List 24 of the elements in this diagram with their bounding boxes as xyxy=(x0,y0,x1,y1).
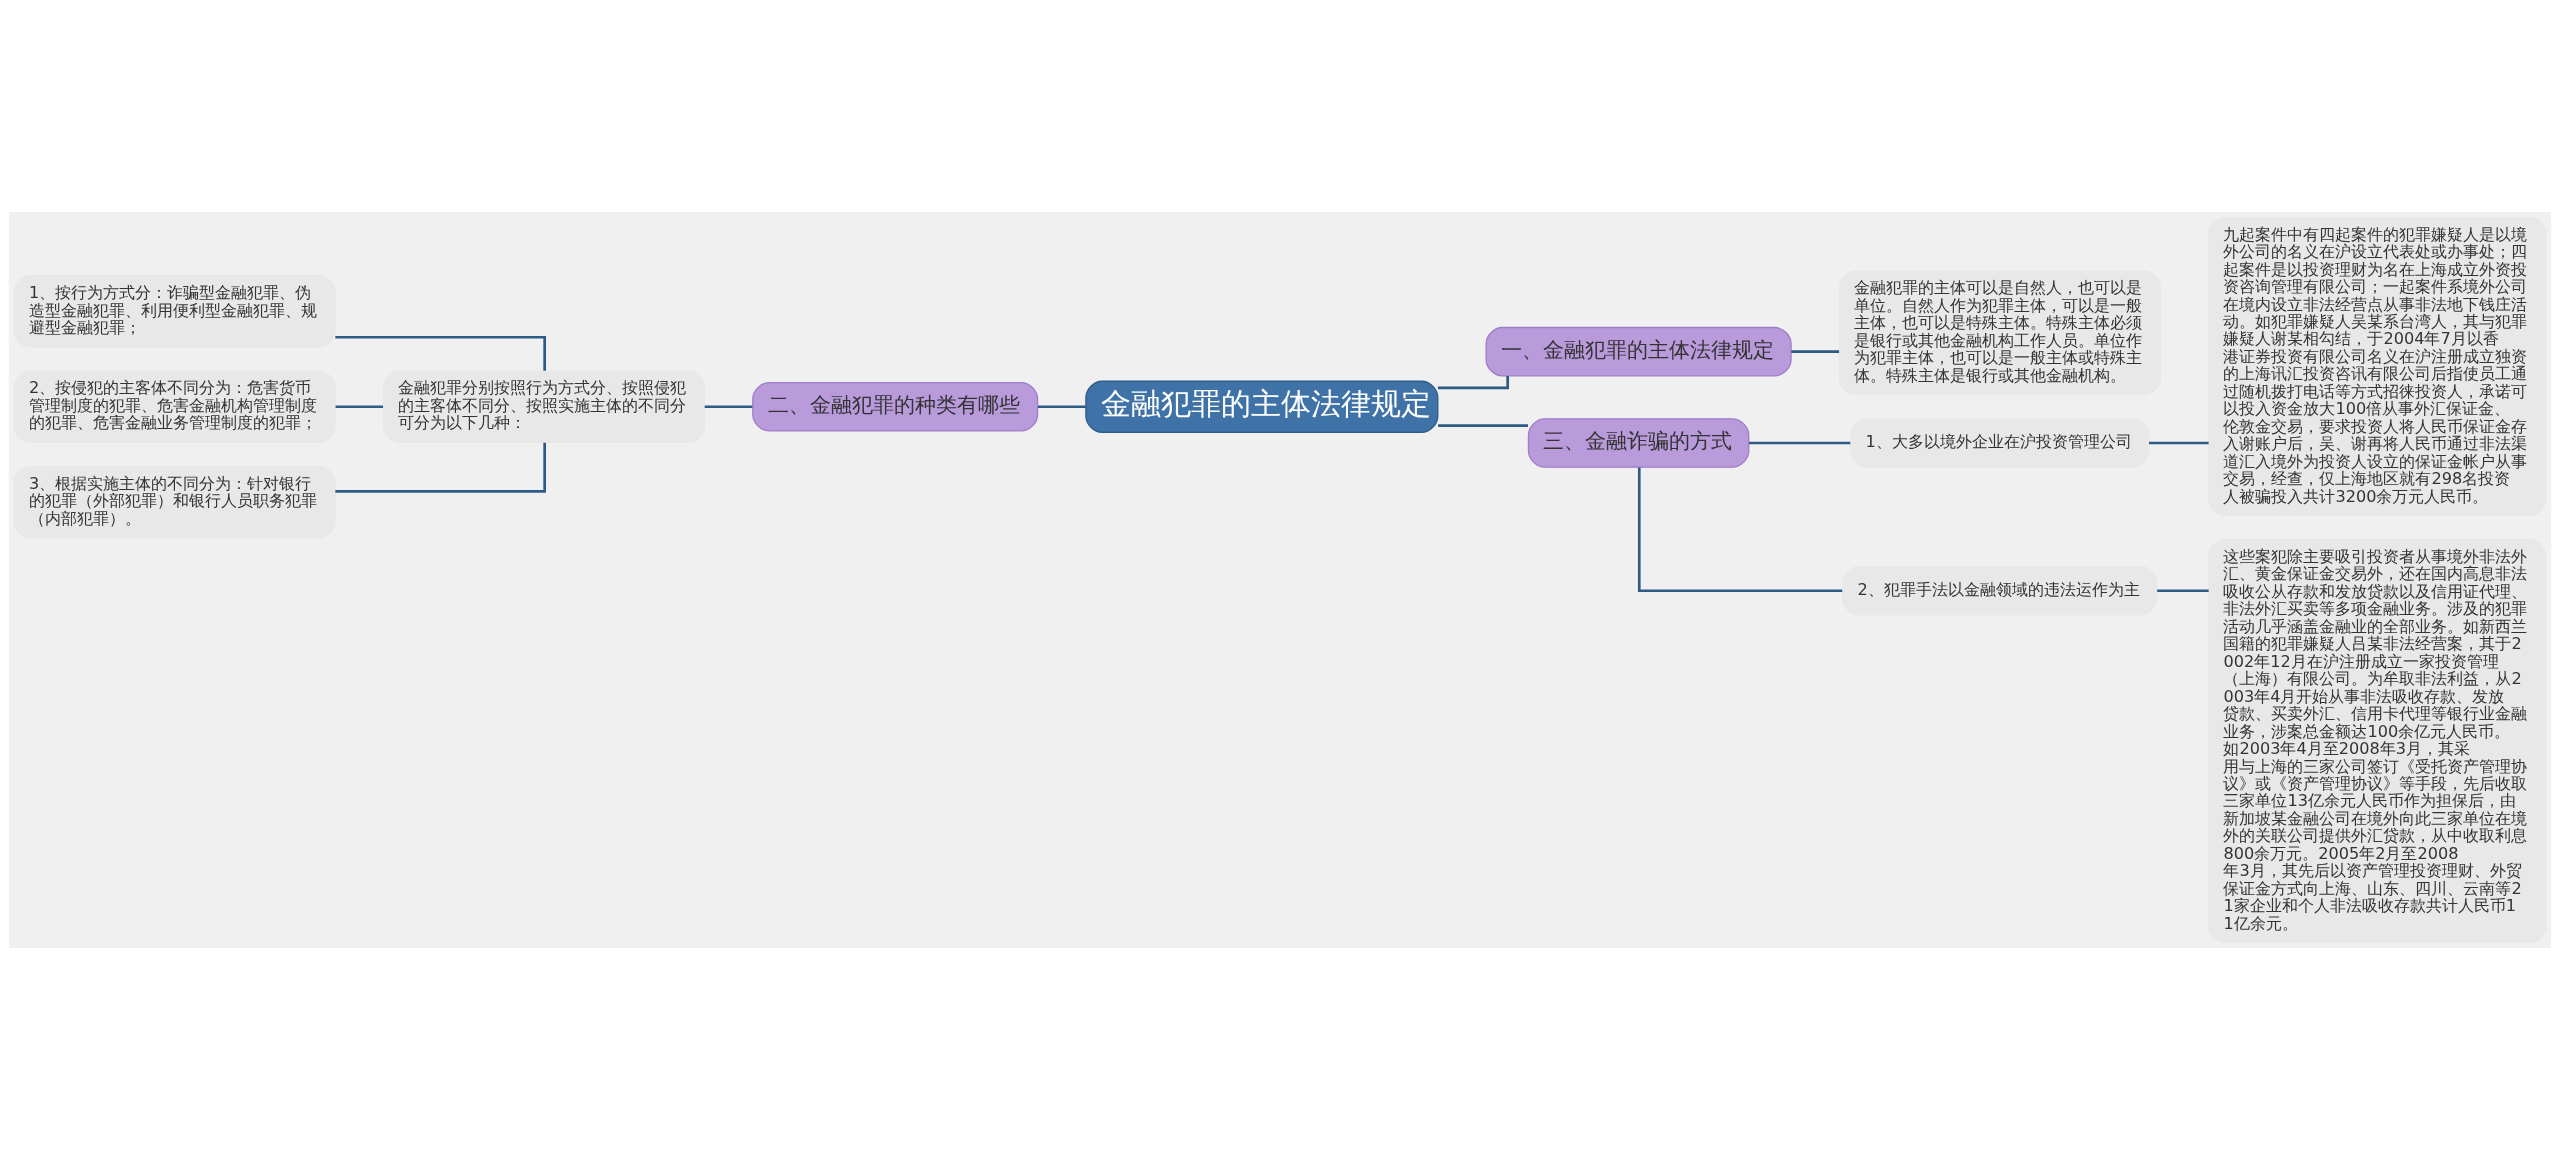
node-box: 二、金融犯罪的种类有哪些 xyxy=(752,381,1039,432)
connector xyxy=(335,442,546,493)
connector xyxy=(1038,404,1086,408)
connector xyxy=(704,404,753,408)
node-box: 3、根据实施主体的不同分为：针对银行的犯罪（外部犯罪）和银行人员职务犯罪（内部犯罪）。 xyxy=(13,465,336,538)
node-box: 金融犯罪的主体可以是自然人，也可以是单位。自然人作为犯罪主体，可以是一般主体，也可以是特殊主体。特殊主体必须是银行或其他金融机构工作人员。单位作为犯罪主体，也可以是一般主体或特殊主体。特殊主体是银行或其他金融机构。 xyxy=(1838,269,2162,395)
connector xyxy=(1437,375,1509,389)
connector xyxy=(1438,423,1529,427)
node-box: 这些案犯除主要吸引投资者从事境外非法外汇、黄金保证金交易外，还在国内高息非法吸收公从存款和发放贷款以及信用证代理、非法外汇买卖等多项金融业务。涉及的犯罪活动几乎涵盖金融业的全部业务。如新西兰国籍的犯罪嫌疑人吕某非法经营案，其于2002年12月在沪注册成立一家投资管理（上海）有限公司。为牟取非法利益，从2003年4月开始从事非法吸收存款、发放贷款、买卖外汇、信用卡代理等银行业金融业务，涉案总金额达100余亿元人民币。如2003年4月至2008年3月，其采用与上海的三家公司签订《受托资产管理协议》或《资产管理协议》等手段，先后收取三家单位13亿余元人民币作为担保后，由新加坡某金融公司在境外向此三家单位在境外的关联公司提供外汇贷款，从中收取利息800余万元。2005年2月至2008年3月，其先后以资产管理投资理财、外贸保证金方式向上海、山东、四川、云南等21家企业和个人非法吸收存款共计人民币11亿余元。 xyxy=(2208,538,2547,943)
node-box: 金融犯罪分别按照行为方式分、按照侵犯的主客体不同分、按照实施主体的不同分可分为以下几种： xyxy=(382,369,706,443)
node-box: 1、大多以境外企业在沪投资管理公司 xyxy=(1850,417,2150,468)
node-box: 1、按行为方式分：诈骗型金融犯罪、伪造型金融犯罪、利用便利型金融犯罪、规避型金融犯罪； xyxy=(13,274,336,348)
node-box: 三、金融诈骗的方式 xyxy=(1527,417,1750,468)
connector xyxy=(2149,441,2209,444)
node-box: 2、犯罪手法以金融领域的违法运作为主 xyxy=(1842,565,2158,616)
connector xyxy=(335,404,384,408)
connector xyxy=(1791,349,1840,353)
node-box: 一、金融犯罪的主体法律规定 xyxy=(1485,326,1792,377)
connector xyxy=(2157,588,2209,592)
connector xyxy=(1748,441,1851,444)
node-box: 九起案件中有四起案件的犯罪嫌疑人是以境外公司的名义在沪设立代表处或办事处；四起案件是以投资理财为名在上海成立外资投资咨询管理有限公司；一起案件系境外公司在境内设立非法经营点从事非法地下钱庄活动。如犯罪嫌疑人吴某系台湾人，其与犯罪嫌疑人谢某相勾结，于2004年7月以香港证券投资有限公司名义在沪注册成立独资的上海讯汇投资咨讯有限公司后指使员工通过随机拨打电话等方式招徕投资人，承诺可以投入资金放大100倍从事外汇保证金、伦敦金交易，要求投资人将人民币保证金存入谢账户后，吴、谢再将人民币通过非法渠道汇入境外为投资人设立的保证金帐户从事交易，经查，仅上海地区就有298名投资人被骗投入共计3200余万元人民币。 xyxy=(2208,216,2547,516)
node-box: 金融犯罪的主体法律规定 xyxy=(1085,380,1439,433)
node-box: 2、按侵犯的主客体不同分为：危害货币管理制度的犯罪、危害金融机构管理制度的犯罪、危害金融业务管理制度的犯罪； xyxy=(13,369,336,443)
connector xyxy=(1637,466,1843,592)
